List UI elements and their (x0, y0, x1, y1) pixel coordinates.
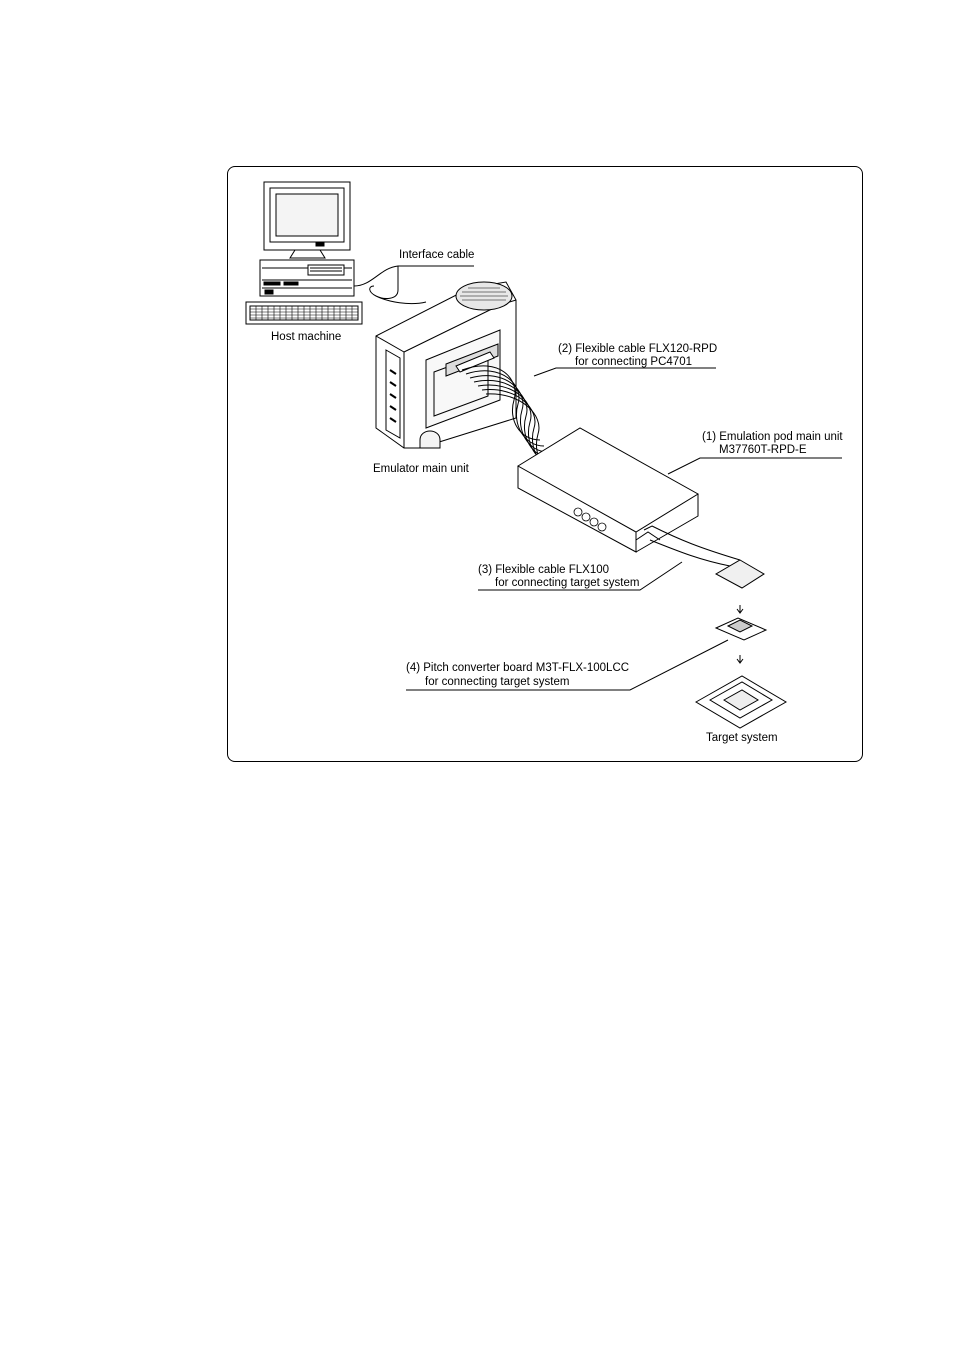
target-system-illustration (695, 675, 787, 729)
leader-flx100 (478, 561, 683, 591)
pitch-converter-illustration (714, 617, 768, 641)
flexible-cable-flx100-illustration (643, 525, 765, 589)
target-system-label: Target system (706, 732, 778, 744)
emulator-main-unit-label: Emulator main unit (373, 463, 469, 475)
interface-cable-line (353, 265, 474, 305)
leader-pitch (406, 639, 729, 691)
flx100-label-line1: (3) Flexible cable FLX100 (478, 564, 610, 576)
host-machine-label: Host machine (271, 331, 342, 343)
leader-pod (667, 457, 842, 475)
emulator-main-unit-illustration (375, 281, 517, 449)
leader-flx120 (533, 367, 716, 377)
emulation-pod-illustration (517, 427, 699, 553)
flex-cable-flx120-label-line2: for connecting PC4701 (575, 356, 692, 368)
flx100-label-line2: for connecting target system (495, 577, 640, 589)
emulation-pod-label-line2: M37760T-RPD-E (719, 444, 807, 456)
interface-cable-label: Interface cable (399, 249, 475, 261)
pitch-converter-label-line2: for connecting target system (425, 676, 570, 688)
host-machine-illustration (245, 181, 363, 325)
figure-frame (227, 166, 863, 762)
emulation-pod-label-line1: (1) Emulation pod main unit (702, 431, 843, 443)
flex-cable-flx120-label-line1: (2) Flexible cable FLX120-RPD (558, 343, 718, 355)
flexible-cable-flx120-illustration (461, 365, 565, 477)
pitch-converter-label-line1: (4) Pitch converter board M3T-FLX-100LCC (406, 662, 630, 674)
